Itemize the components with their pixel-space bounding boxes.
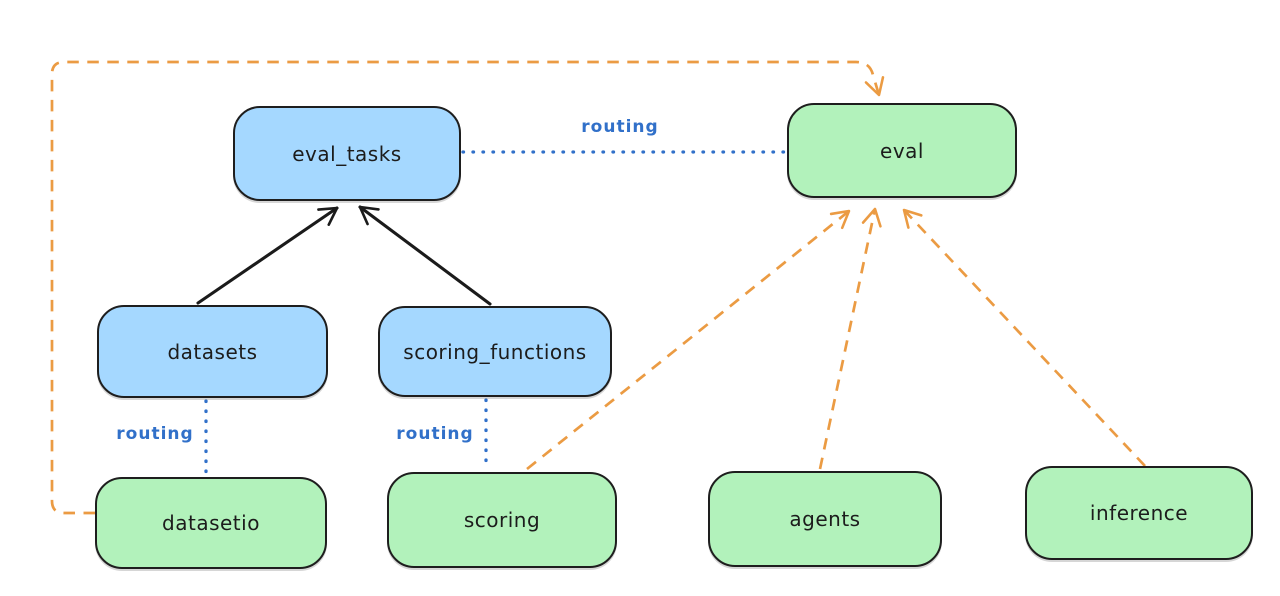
node-scoring: scoring <box>387 472 617 568</box>
node-agents-label: agents <box>789 507 861 531</box>
edge-inference-to-eval <box>902 208 1146 467</box>
edge-label-routing-datasets-datasetio: routing <box>116 424 194 444</box>
node-datasetio-label: datasetio <box>162 511 260 535</box>
edge-label-routing-scoring-functions-scoring: routing <box>396 424 474 444</box>
node-datasets: datasets <box>97 305 328 398</box>
node-eval-tasks: eval_tasks <box>233 106 461 201</box>
node-datasets-label: datasets <box>167 339 258 364</box>
node-agents: agents <box>708 471 942 567</box>
node-scoring-functions: scoring_functions <box>378 306 612 397</box>
node-scoring-label: scoring <box>463 508 541 532</box>
node-eval-tasks-label: eval_tasks <box>292 141 402 166</box>
node-inference: inference <box>1025 466 1253 560</box>
edge-scoring-to-eval <box>526 209 851 471</box>
edge-label-routing-eval-tasks-eval: routing <box>581 117 659 137</box>
node-eval-label: eval <box>880 138 924 163</box>
edge-datasetio-to-eval <box>50 60 885 515</box>
edge-scoring-functions-to-eval-tasks <box>358 205 492 306</box>
node-datasetio: datasetio <box>95 477 327 569</box>
edge-datasets-to-eval-tasks <box>196 206 339 305</box>
node-inference-label: inference <box>1089 501 1189 525</box>
node-eval: eval <box>787 103 1017 198</box>
edge-agents-to-eval <box>818 207 882 470</box>
node-scoring-functions-label: scoring_functions <box>403 339 587 364</box>
